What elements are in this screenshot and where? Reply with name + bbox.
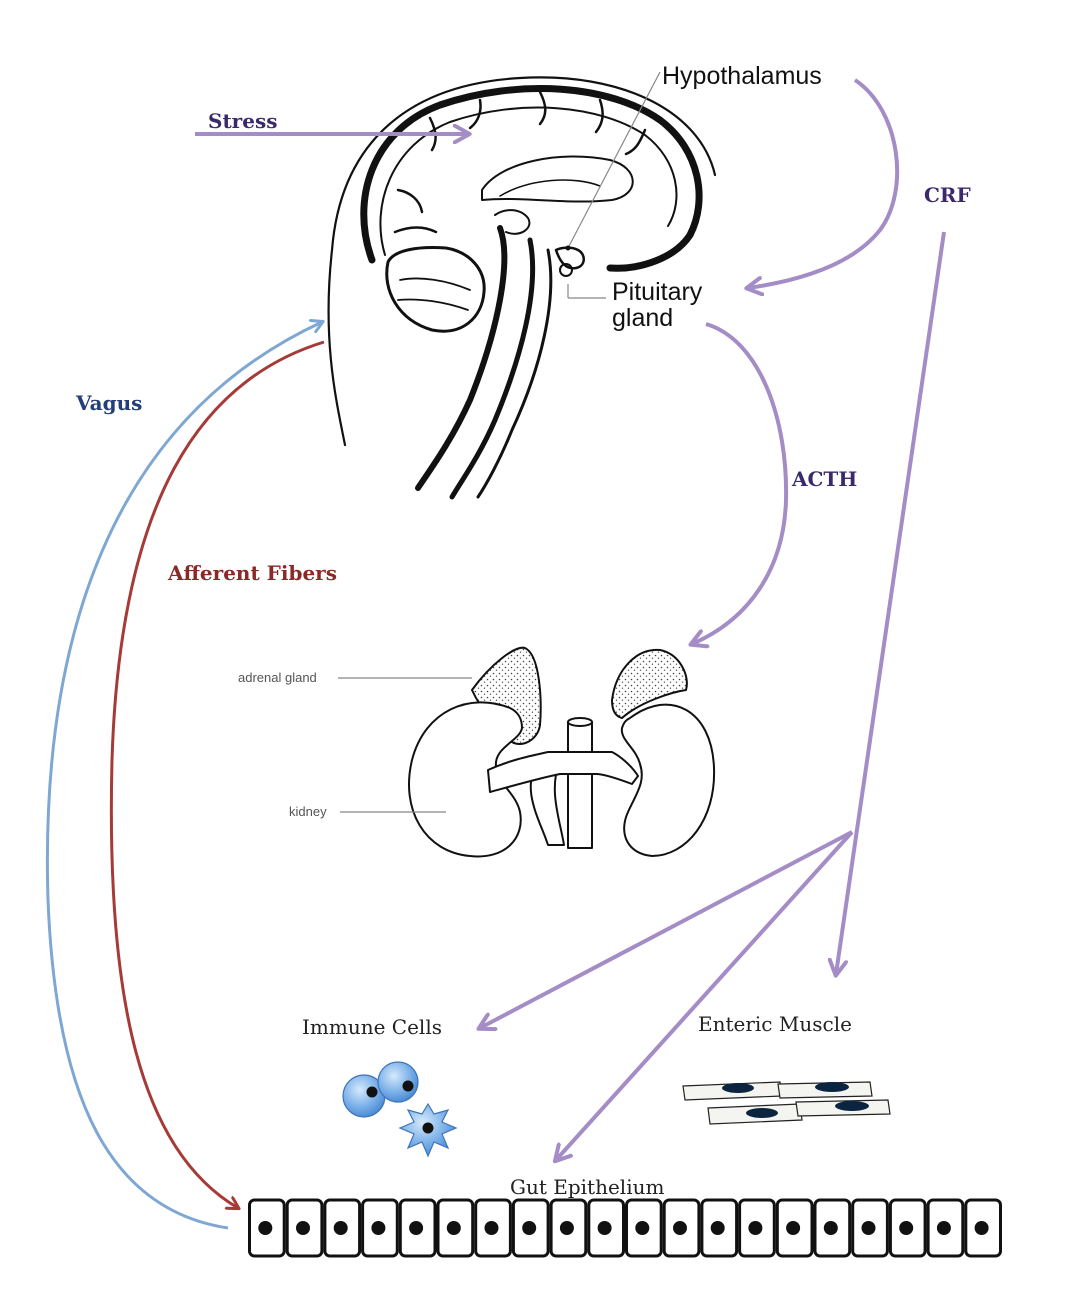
epithelial-cell-nucleus [823,1221,838,1235]
epithelial-cell-nucleus [258,1221,273,1235]
epithelial-cell-nucleus [296,1221,310,1235]
immune-cells-illustration [342,1061,458,1158]
brain-inner-line [379,106,678,256]
kidney-right [620,703,716,857]
kidney-label: kidney [289,804,327,819]
epithelial-cell-nucleus [522,1221,537,1235]
crf-descending-arrow [836,231,946,974]
afferent-fibers-label: Afferent Fibers [167,561,337,585]
adrenal-gland-label: adrenal gland [238,670,317,685]
enteric-muscle-illustration [682,1081,891,1125]
pituitary-label-line1: Pituitary [612,278,703,306]
epithelial-cell-nucleus [673,1221,687,1235]
crf-to-immune-arrow [480,830,853,1028]
stress-label: Stress [208,109,277,133]
immune-cells-label: Immune Cells [302,1015,442,1039]
crf-label: CRF [924,183,971,207]
gut-epithelium-label: Gut Epithelium [510,1175,664,1199]
kidney-adrenal-illustration [408,646,716,858]
epithelial-cell-nucleus [861,1221,876,1235]
vena-cava [529,759,565,846]
corpus-callosum [481,155,634,203]
kidney-left [408,701,523,858]
enteric-muscle-label: Enteric Muscle [698,1012,852,1036]
epithelial-cell-nucleus [786,1221,801,1235]
aorta [567,721,593,849]
epithelial-cell-nucleus [409,1221,424,1235]
epithelial-cell-nucleus [559,1221,574,1235]
epithelial-cell-nucleus [597,1221,612,1235]
acth-label: ACTH [791,467,857,491]
epithelial-cell-nucleus [371,1221,386,1235]
head-brain-illustration [327,76,717,500]
epithelial-cell-nucleus [936,1221,951,1235]
epithelial-cell-nucleus [748,1221,763,1235]
afferent-fibers-arrow [109,340,325,1208]
gut-epithelium-cells [248,1198,1002,1258]
head-outline [327,76,717,447]
hypothalamus-leader [567,71,661,249]
crf-to-epithelium-arrow [556,830,854,1160]
hypothalamus-label: Hypothalamus [662,62,822,90]
vagus-label: Vagus [75,391,142,415]
brainstem [415,225,508,491]
acth-arrow [692,322,789,644]
epithelial-cell-nucleus [974,1221,989,1235]
adrenal-gland-right [611,648,688,719]
epithelial-cell-nucleus [484,1221,499,1235]
immune-cell [377,1061,419,1103]
vagus-arrow [45,322,322,1230]
renal-vessels [487,751,639,793]
epithelial-cell-nucleus [446,1221,461,1235]
epithelial-cell-nucleus [333,1221,348,1235]
cerebellum [385,246,486,333]
epithelial-cell-nucleus [899,1221,914,1235]
crf-to-pituitary-arrow [748,78,900,288]
pituitary-label-line2: gland [612,304,673,332]
brain-outline [360,85,703,272]
epithelial-cell-nucleus [710,1221,725,1235]
epithelial-cell-nucleus [635,1221,650,1235]
